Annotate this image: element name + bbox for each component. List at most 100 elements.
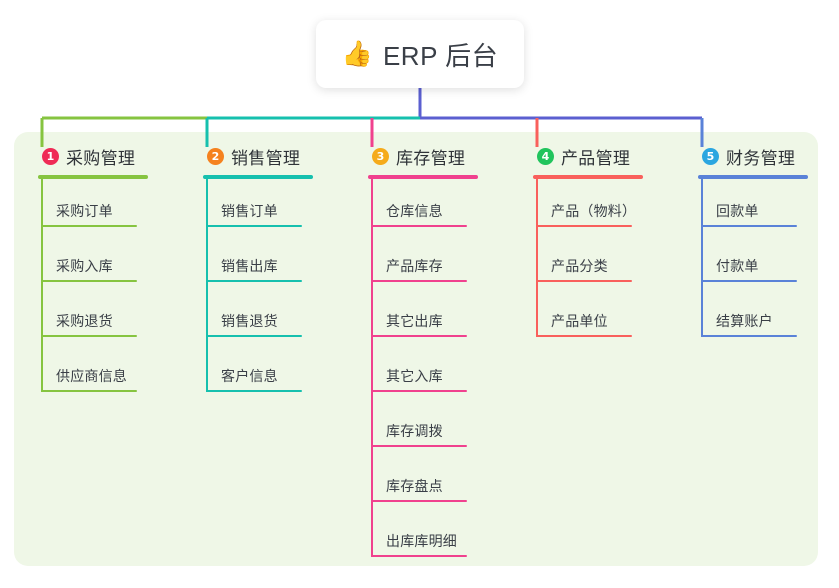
root-node-label: ERP 后台 xyxy=(382,40,499,71)
branch-item-list: 采购订单采购入库采购退货供应商信息 xyxy=(38,179,148,399)
branch-item[interactable]: 产品（物料） xyxy=(533,179,643,234)
branches-panel xyxy=(14,132,818,566)
branch-1: 1 采购管理采购订单采购入库采购退货供应商信息 xyxy=(38,144,148,399)
branch-item-list: 产品（物料） 产品分类产品单位 xyxy=(533,179,643,344)
branch-item-underline xyxy=(206,280,302,282)
branch-item-underline xyxy=(371,390,467,392)
branch-underline xyxy=(698,175,808,179)
branch-item[interactable]: 其它出库 xyxy=(368,289,478,344)
branch-item-label: 产品库存 xyxy=(386,258,443,274)
branch-item-underline xyxy=(41,390,137,392)
branch-spine xyxy=(206,179,208,392)
branch-item-label: 出库库明细 xyxy=(386,533,457,549)
branch-item-underline xyxy=(536,335,632,337)
branch-spine xyxy=(41,179,43,392)
branch-item-underline xyxy=(536,225,632,227)
branch-item-label: 供应商信息 xyxy=(56,368,127,384)
branch-item-label: 产品分类 xyxy=(551,258,608,274)
branch-underline xyxy=(533,175,643,179)
branch-title: 库存管理 xyxy=(396,148,466,168)
branch-item-underline xyxy=(371,335,467,337)
branch-header-2[interactable]: 2 销售管理 xyxy=(203,144,313,168)
branch-item-underline xyxy=(371,280,467,282)
branch-item[interactable]: 销售出库 xyxy=(203,234,313,289)
branch-item-label: 其它出库 xyxy=(386,313,443,329)
branch-item-label: 库存盘点 xyxy=(386,478,443,494)
root-node[interactable]: 👍 ERP 后台 xyxy=(316,20,524,88)
branch-item[interactable]: 客户信息 xyxy=(203,344,313,399)
branch-number-badge: 3 xyxy=(372,147,389,165)
branch-item[interactable]: 出库库明细 xyxy=(368,509,478,564)
branch-item-underline xyxy=(371,555,467,557)
branch-title: 产品管理 xyxy=(561,148,631,168)
branch-item[interactable]: 供应商信息 xyxy=(38,344,148,399)
branch-item-label: 采购入库 xyxy=(56,258,113,274)
branch-item[interactable]: 采购退货 xyxy=(38,289,148,344)
branch-item-label: 销售退货 xyxy=(221,313,278,329)
branch-item[interactable]: 产品单位 xyxy=(533,289,643,344)
branch-item-underline xyxy=(701,280,797,282)
branch-item-label: 仓库信息 xyxy=(386,203,443,219)
branch-item-label: 采购退货 xyxy=(56,313,113,329)
branch-item-underline xyxy=(701,335,797,337)
branch-item-underline xyxy=(206,390,302,392)
branch-item-label: 其它入库 xyxy=(386,368,443,384)
branch-item[interactable]: 销售退货 xyxy=(203,289,313,344)
branch-title: 财务管理 xyxy=(726,148,796,168)
thumbs-up-icon: 👍 xyxy=(341,39,373,68)
branch-header-4[interactable]: 4 产品管理 xyxy=(533,144,643,168)
branch-item-underline xyxy=(206,335,302,337)
branch-item-label: 回款单 xyxy=(716,203,759,219)
branch-title: 销售管理 xyxy=(231,148,301,168)
branch-item-label: 销售订单 xyxy=(221,203,278,219)
branch-item-label: 产品（物料） xyxy=(551,203,637,219)
branch-item-underline xyxy=(206,225,302,227)
branch-underline xyxy=(368,175,478,179)
branch-item-underline xyxy=(701,225,797,227)
branch-header-1[interactable]: 1 采购管理 xyxy=(38,144,148,168)
branch-header-5[interactable]: 5 财务管理 xyxy=(698,144,808,168)
branch-item[interactable]: 产品库存 xyxy=(368,234,478,289)
branch-item[interactable]: 其它入库 xyxy=(368,344,478,399)
branch-item-label: 客户信息 xyxy=(221,368,278,384)
branch-number-badge: 4 xyxy=(537,147,554,165)
branch-number-badge: 2 xyxy=(207,147,224,165)
branch-5: 5 财务管理回款单付款单结算账户 xyxy=(698,144,808,344)
branch-item[interactable]: 采购入库 xyxy=(38,234,148,289)
branch-item[interactable]: 采购订单 xyxy=(38,179,148,234)
branch-item[interactable]: 结算账户 xyxy=(698,289,808,344)
branch-spine xyxy=(536,179,538,337)
branch-header-3[interactable]: 3 库存管理 xyxy=(368,144,478,168)
branch-item[interactable]: 产品分类 xyxy=(533,234,643,289)
branch-number-badge: 1 xyxy=(42,147,59,165)
branch-title: 采购管理 xyxy=(66,148,136,168)
branch-item[interactable]: 库存调拨 xyxy=(368,399,478,454)
branch-item[interactable]: 付款单 xyxy=(698,234,808,289)
branch-item[interactable]: 销售订单 xyxy=(203,179,313,234)
branch-spine xyxy=(701,179,703,337)
branch-item-label: 采购订单 xyxy=(56,203,113,219)
branch-item[interactable]: 库存盘点 xyxy=(368,454,478,509)
branch-underline xyxy=(203,175,313,179)
branch-item[interactable]: 回款单 xyxy=(698,179,808,234)
branch-spine xyxy=(371,179,373,557)
branch-item-label: 库存调拨 xyxy=(386,423,443,439)
branch-item-label: 产品单位 xyxy=(551,313,608,329)
branch-4: 4 产品管理产品（物料） 产品分类产品单位 xyxy=(533,144,643,344)
branch-underline xyxy=(38,175,148,179)
branch-item-list: 销售订单销售出库销售退货客户信息 xyxy=(203,179,313,399)
branch-item-label: 结算账户 xyxy=(716,313,773,329)
branch-3: 3 库存管理仓库信息产品库存其它出库其它入库库存调拨库存盘点出库库明细 xyxy=(368,144,478,564)
branch-item-label: 销售出库 xyxy=(221,258,278,274)
branch-number-badge: 5 xyxy=(702,147,719,165)
branch-item-label: 付款单 xyxy=(716,258,759,274)
branch-item-list: 回款单付款单结算账户 xyxy=(698,179,808,344)
branch-item-underline xyxy=(41,335,137,337)
branch-item-underline xyxy=(371,500,467,502)
branch-item-underline xyxy=(536,280,632,282)
branch-item-underline xyxy=(371,225,467,227)
branch-item-underline xyxy=(41,225,137,227)
branch-item[interactable]: 仓库信息 xyxy=(368,179,478,234)
branch-item-underline xyxy=(371,445,467,447)
branch-item-list: 仓库信息产品库存其它出库其它入库库存调拨库存盘点出库库明细 xyxy=(368,179,478,564)
